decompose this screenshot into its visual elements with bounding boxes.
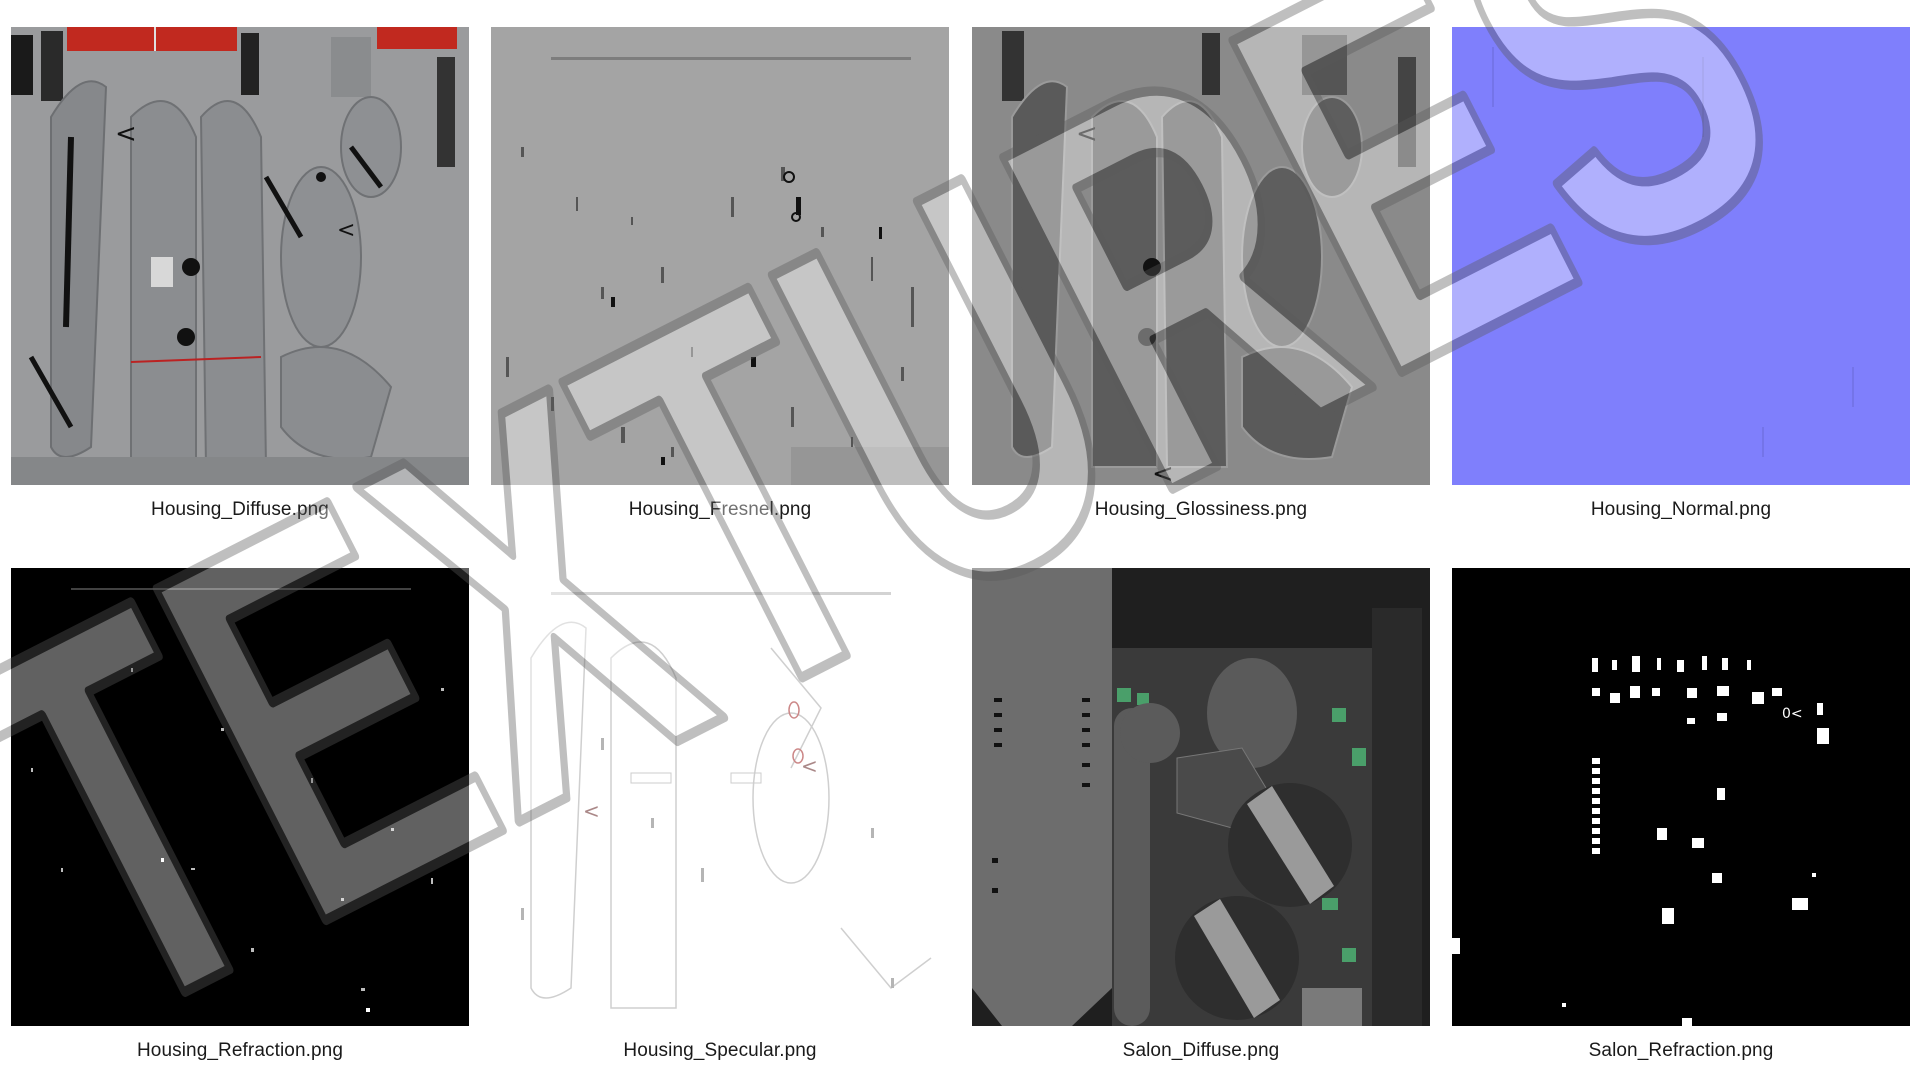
salon-diffuse-thumbnail[interactable] <box>972 568 1430 1026</box>
housing-glossiness-thumbnail[interactable]: < < <box>972 27 1430 485</box>
texture-card-salon-refraction[interactable]: 0< Salon_Refraction.png <box>1452 568 1910 1061</box>
svg-text:<: < <box>583 799 600 823</box>
filename-label: Salon_Diffuse.png <box>1122 1040 1280 1061</box>
housing-normal-thumbnail[interactable] <box>1452 27 1910 485</box>
texture-card-housing-refraction[interactable]: Housing_Refraction.png <box>11 568 469 1061</box>
filename-label: Housing_Specular.png <box>623 1040 817 1061</box>
texture-card-salon-diffuse[interactable]: Salon_Diffuse.png <box>972 568 1430 1061</box>
texture-card-housing-glossiness[interactable]: < < Housing_Glossiness.png <box>972 27 1430 520</box>
filename-label: Housing_Refraction.png <box>136 1040 344 1061</box>
salon-refraction-thumbnail[interactable]: 0< <box>1452 568 1910 1026</box>
filename-label: Housing_Normal.png <box>1590 499 1772 520</box>
svg-text:<: < <box>1152 459 1174 485</box>
filename-label: Housing_Fresnel.png <box>628 499 812 520</box>
texture-card-housing-diffuse[interactable]: < < < Housing_Diffuse.png <box>11 27 469 520</box>
housing-diffuse-thumbnail[interactable]: < < < <box>11 27 469 485</box>
housing-specular-thumbnail[interactable]: < < <box>491 568 949 1026</box>
texture-card-housing-fresnel[interactable]: Housing_Fresnel.png <box>491 27 949 520</box>
svg-text:<: < <box>1076 119 1098 149</box>
texture-card-housing-normal[interactable]: Housing_Normal.png <box>1452 27 1910 520</box>
svg-text:<: < <box>115 119 137 149</box>
svg-text:<: < <box>337 218 355 243</box>
filename-label: Housing_Glossiness.png <box>1094 499 1308 520</box>
svg-text:<: < <box>801 754 818 778</box>
texture-card-housing-specular[interactable]: < < Housing_Specular.png <box>491 568 949 1061</box>
filename-label: Housing_Diffuse.png <box>151 499 329 520</box>
filename-label: Salon_Refraction.png <box>1588 1040 1774 1061</box>
housing-refraction-thumbnail[interactable] <box>11 568 469 1026</box>
svg-text:0<: 0< <box>1782 706 1803 722</box>
housing-fresnel-thumbnail[interactable] <box>491 27 949 485</box>
